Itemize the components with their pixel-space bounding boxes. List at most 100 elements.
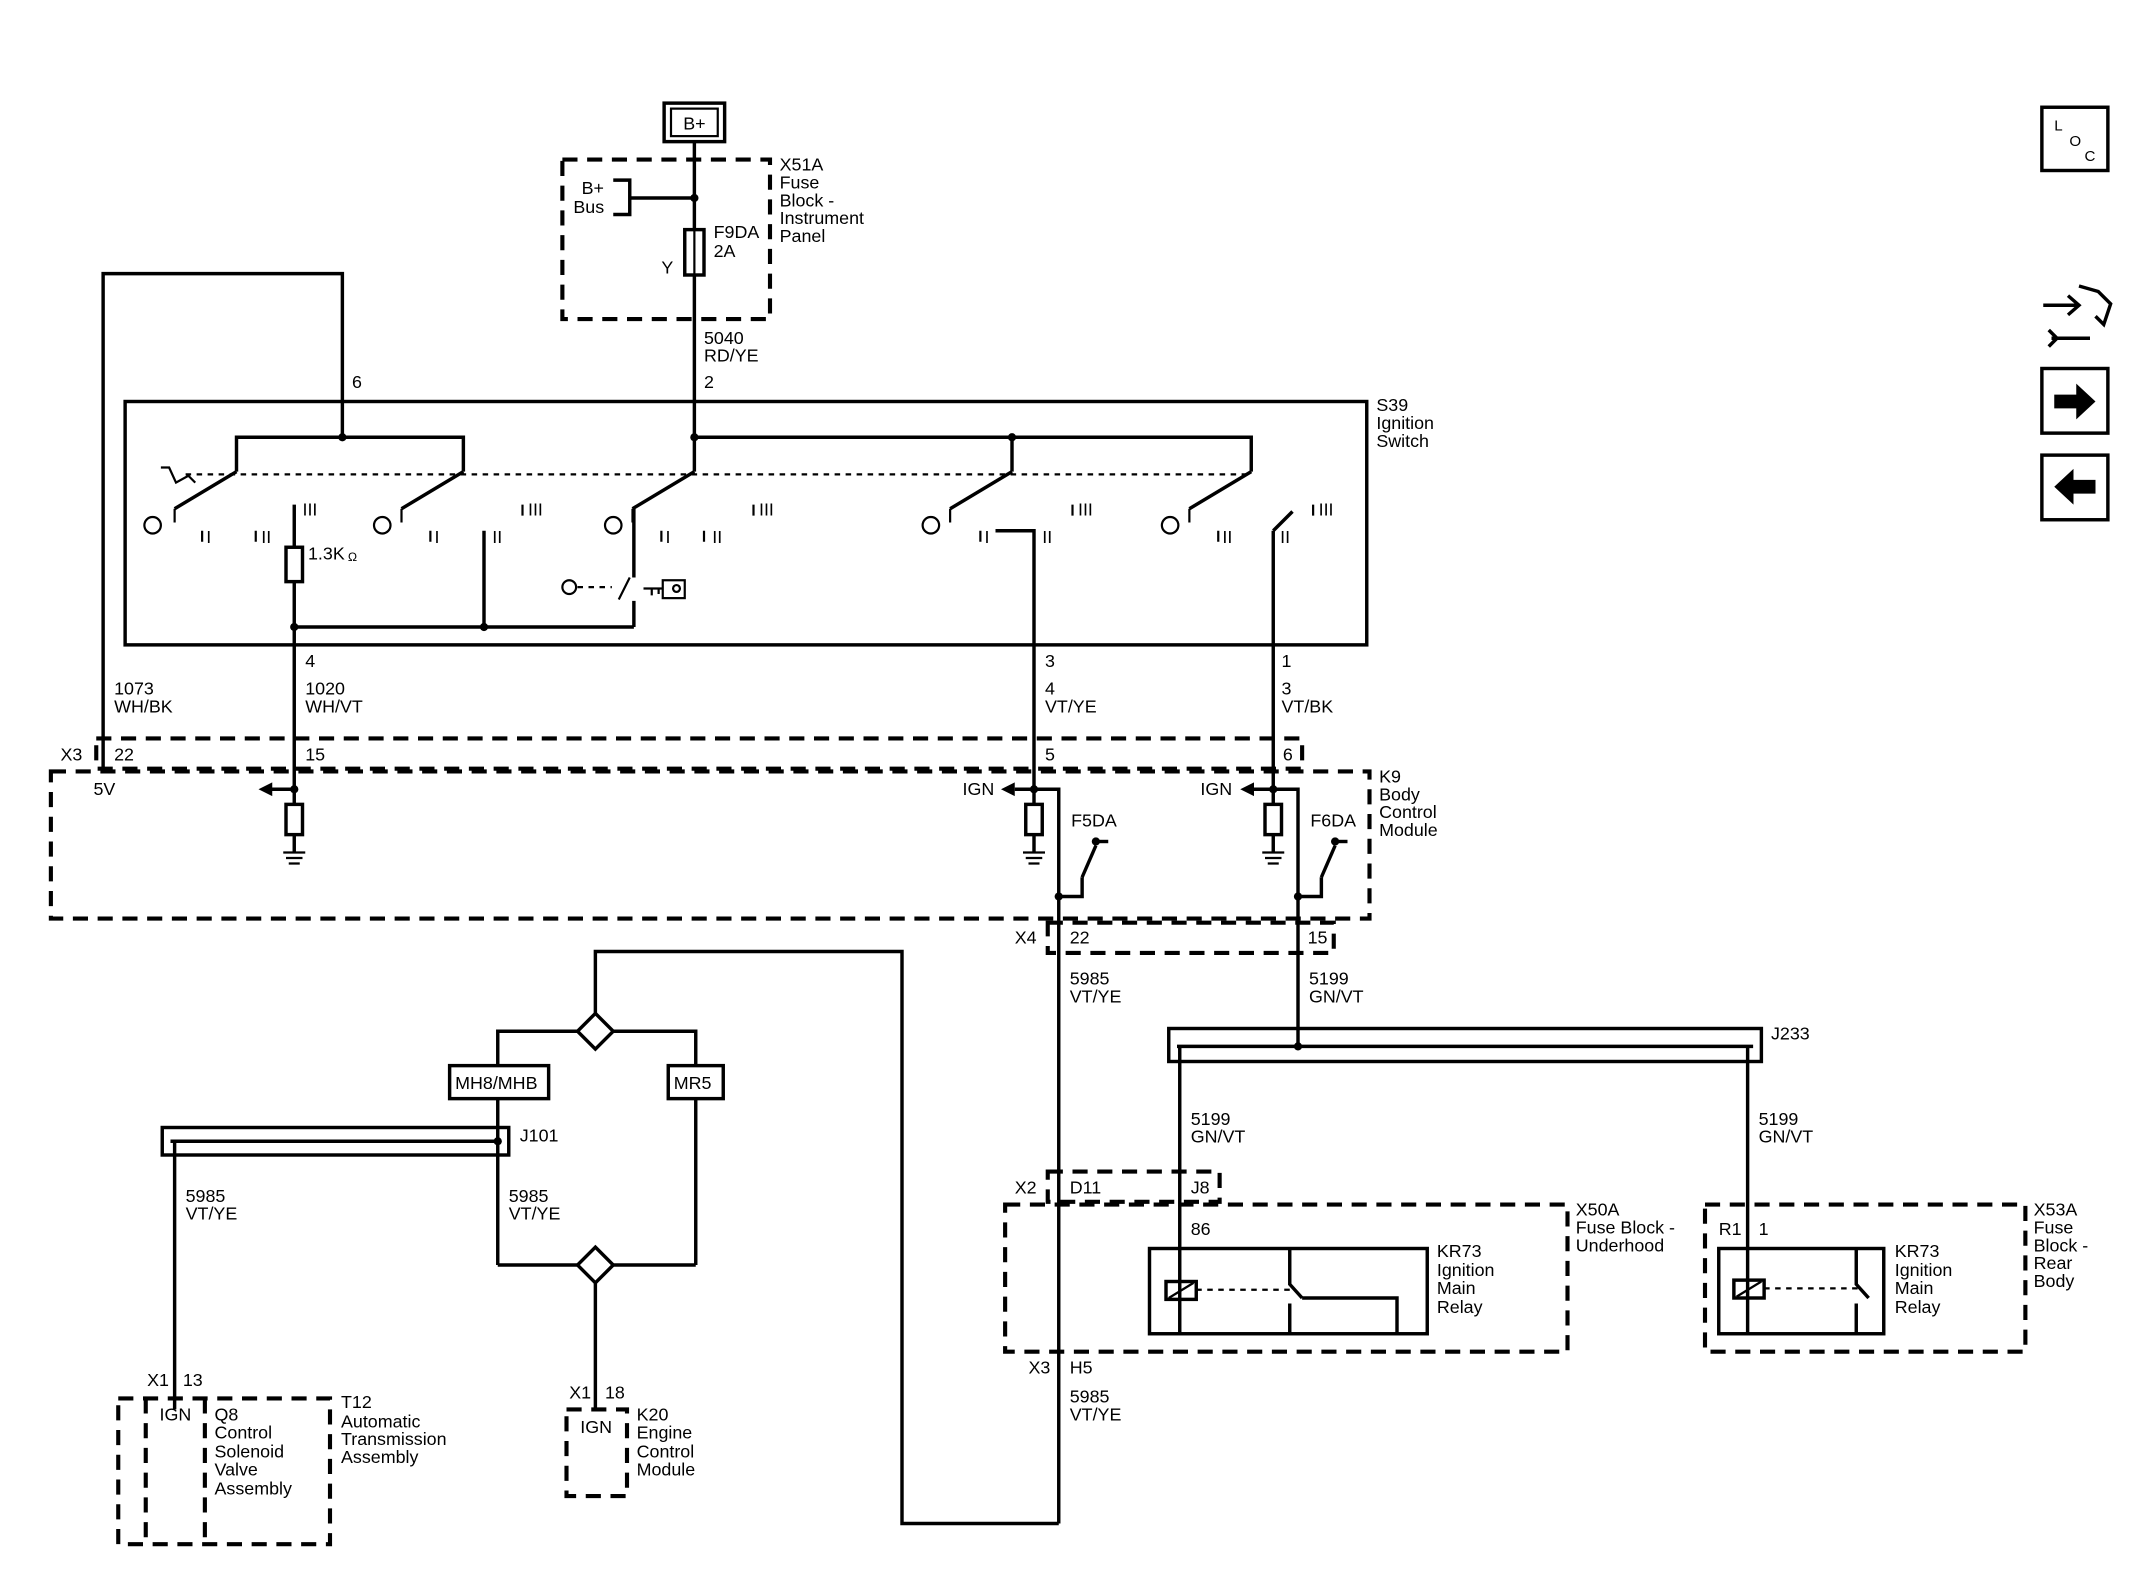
svg-text:X3: X3	[61, 744, 83, 764]
key-contact-circle	[561, 579, 578, 596]
svg-text:Control: Control	[1379, 802, 1437, 822]
contact-off-4	[921, 515, 941, 535]
svg-text:2: 2	[704, 372, 714, 392]
svg-text:22: 22	[1070, 927, 1090, 947]
svg-text:IGN: IGN	[963, 779, 995, 799]
svg-text:VT/YE: VT/YE	[1045, 696, 1097, 716]
svg-text:J101: J101	[520, 1125, 559, 1145]
svg-text:5199: 5199	[1759, 1109, 1799, 1129]
svg-text:K20: K20	[637, 1404, 669, 1424]
back-arrow-button[interactable]	[2040, 453, 2110, 522]
location-button[interactable]: L O C	[2040, 105, 2110, 173]
ground-icon	[1262, 851, 1285, 865]
svg-text:Switch: Switch	[1376, 431, 1429, 451]
svg-text:WH/VT: WH/VT	[305, 696, 363, 716]
svg-text:III: III	[759, 500, 774, 520]
svg-text:IGN: IGN	[160, 1404, 192, 1424]
svg-text:J8: J8	[1191, 1178, 1210, 1198]
svg-text:13: 13	[183, 1370, 203, 1390]
k9-box	[48, 769, 1372, 921]
svg-text:Bus: Bus	[573, 197, 604, 217]
svg-text:Block -: Block -	[2034, 1235, 2089, 1255]
svg-text:GN/VT: GN/VT	[1309, 986, 1364, 1006]
k20-box	[564, 1407, 630, 1499]
svg-text:6: 6	[352, 372, 362, 392]
svg-text:II: II	[1042, 527, 1052, 547]
svg-text:Assembly: Assembly	[215, 1479, 292, 1499]
svg-text:Automatic: Automatic	[341, 1411, 420, 1431]
svg-text:Control: Control	[215, 1422, 273, 1442]
svg-text:5199: 5199	[1191, 1109, 1231, 1129]
svg-text:KR73: KR73	[1437, 1241, 1482, 1261]
svg-text:F6DA: F6DA	[1310, 810, 1356, 830]
svg-text:Ω: Ω	[348, 550, 357, 564]
j233-splice	[1167, 1026, 1764, 1064]
j101-splice	[160, 1125, 511, 1157]
svg-text:J233: J233	[1771, 1024, 1810, 1044]
svg-text:VT/YE: VT/YE	[1070, 986, 1122, 1006]
contact-off-3	[603, 515, 623, 535]
contact-off-5	[1160, 515, 1180, 535]
svg-text:MH8/MHB: MH8/MHB	[455, 1073, 537, 1093]
x2-connector	[1045, 1169, 1222, 1204]
svg-text:I: I	[666, 527, 671, 547]
svg-text:IGN: IGN	[580, 1417, 612, 1437]
svg-text:22: 22	[114, 744, 134, 764]
contact-off-1	[143, 515, 162, 535]
svg-text:Module: Module	[1379, 820, 1438, 840]
s39-code: S39	[1376, 395, 1408, 415]
svg-text:18: 18	[605, 1382, 625, 1402]
svg-text:II: II	[712, 527, 722, 547]
forward-arrow-button[interactable]	[2040, 366, 2110, 435]
svg-text:Block -: Block -	[780, 190, 835, 210]
svg-text:Module: Module	[637, 1459, 696, 1479]
svg-text:VT/YE: VT/YE	[1070, 1404, 1122, 1424]
svg-text:Ignition: Ignition	[1895, 1260, 1953, 1280]
svg-text:3: 3	[1282, 678, 1292, 698]
wire-1073	[101, 271, 345, 770]
svg-text:RD/YE: RD/YE	[704, 346, 759, 366]
svg-text:I: I	[985, 527, 990, 547]
svg-text:5985: 5985	[186, 1186, 226, 1206]
svg-text:F5DA: F5DA	[1071, 810, 1117, 830]
svg-text:II: II	[492, 527, 502, 547]
t12-box	[116, 1396, 333, 1547]
svg-text:Valve: Valve	[215, 1459, 258, 1479]
svg-text:II: II	[1222, 527, 1232, 547]
key-icon	[643, 579, 686, 600]
svg-text:1.3K: 1.3K	[308, 544, 345, 564]
k9-code: K9	[1379, 766, 1401, 786]
svg-text:T12: T12	[341, 1392, 372, 1412]
svg-text:C: C	[2085, 148, 2096, 165]
svg-text:X1: X1	[569, 1382, 591, 1402]
svg-text:1: 1	[1759, 1219, 1769, 1239]
svg-text:X3: X3	[1029, 1358, 1051, 1378]
kr73-rear-relay	[1717, 1246, 1886, 1336]
svg-text:II: II	[1280, 527, 1290, 547]
connector-tools-icon[interactable]	[2043, 284, 2113, 348]
linkage-icon	[160, 466, 197, 485]
svg-text:GN/VT: GN/VT	[1759, 1127, 1814, 1147]
svg-text:4: 4	[1045, 678, 1055, 698]
svg-text:5199: 5199	[1309, 969, 1349, 989]
svg-text:Relay: Relay	[1895, 1297, 1941, 1317]
svg-text:IGN: IGN	[1200, 779, 1232, 799]
svg-text:VT/YE: VT/YE	[186, 1204, 238, 1224]
x50a-box	[1003, 1202, 1570, 1354]
svg-text:1073: 1073	[114, 678, 154, 698]
svg-text:I: I	[206, 527, 211, 547]
svg-text:D11: D11	[1070, 1178, 1102, 1198]
svg-text:MR5: MR5	[674, 1073, 712, 1093]
svg-text:R1: R1	[1719, 1219, 1742, 1239]
svg-text:Solenoid: Solenoid	[215, 1442, 285, 1462]
svg-text:O: O	[2069, 133, 2081, 150]
svg-text:Fuse: Fuse	[780, 172, 820, 192]
svg-text:III: III	[528, 500, 543, 520]
splice-diamond-top	[575, 1010, 616, 1052]
svg-text:Engine: Engine	[637, 1422, 693, 1442]
svg-text:Body: Body	[1379, 784, 1420, 804]
svg-text:VT/YE: VT/YE	[509, 1204, 561, 1224]
svg-text:Relay: Relay	[1437, 1297, 1483, 1317]
svg-text:5: 5	[1045, 744, 1055, 764]
